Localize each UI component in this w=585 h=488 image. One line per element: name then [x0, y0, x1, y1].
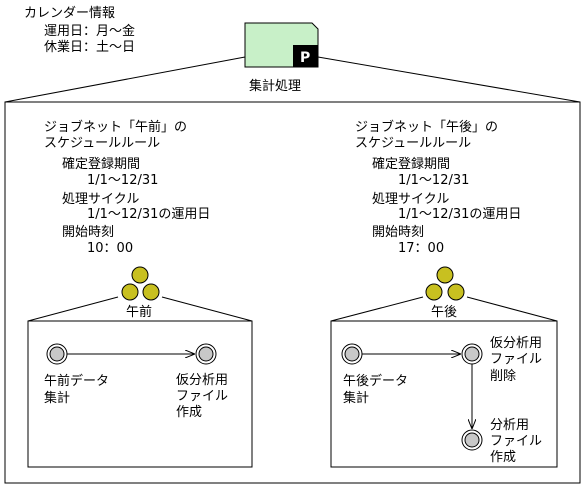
left-job2-label-3: 作成 — [176, 405, 202, 420]
right-cycle-label: 処理サイクル — [372, 192, 449, 207]
left-expand-line-a — [27, 296, 119, 322]
right-job3-node[interactable] — [461, 429, 483, 451]
right-job2-node[interactable] — [461, 343, 483, 365]
right-job1-label-2: 集計 — [343, 390, 369, 406]
right-schedule-subtitle: スケジュールルール — [355, 136, 471, 151]
left-period-value: 1/1～12/31 — [87, 173, 158, 188]
right-period-value: 1/1～12/31 — [398, 173, 469, 188]
root-jobnet-box — [4, 101, 581, 484]
right-jobnet-box — [330, 320, 558, 468]
right-job1-node[interactable] — [341, 343, 363, 365]
left-job1-node[interactable] — [46, 343, 68, 365]
calendar-holidays: 休業日：土～日 — [44, 39, 135, 55]
left-schedule-title: ジョブネット「午前」の — [44, 119, 187, 135]
left-period-label: 確定登録期間 — [62, 156, 140, 172]
left-expand-line-b — [161, 296, 253, 322]
left-cycle-value: 1/1～12/31の運用日 — [87, 207, 210, 222]
right-schedule-title: ジョブネット「午後」の — [355, 119, 498, 135]
right-job3-label-3: 作成 — [490, 450, 516, 465]
right-start-label: 開始時刻 — [372, 225, 424, 240]
root-badge: P — [300, 50, 310, 66]
left-cycle-label: 処理サイクル — [62, 192, 139, 207]
right-job3-label-2: ファイル — [490, 434, 542, 449]
left-schedule-subtitle: スケジュールルール — [44, 136, 160, 151]
right-job3-label-1: 分析用 — [490, 418, 529, 433]
right-jobnet-label: 午後 — [431, 305, 457, 320]
left-job1-label-1: 午前データ — [44, 373, 109, 389]
left-start-value: 10：00 — [87, 241, 133, 256]
left-job2-label-2: ファイル — [176, 389, 228, 404]
root-badge-box — [293, 45, 318, 67]
calendar-title: カレンダー情報 — [24, 6, 115, 21]
left-jobnet-box — [27, 320, 253, 468]
right-job2-label-2: ファイル — [490, 352, 542, 367]
right-cycle-value: 1/1～12/31の運用日 — [398, 207, 521, 222]
right-start-value: 17：00 — [398, 241, 444, 256]
left-jobnet-icon[interactable] — [121, 266, 160, 301]
left-job2-label-1: 仮分析用 — [176, 373, 228, 388]
right-job2-label-3: 削除 — [490, 369, 516, 384]
left-jobnet-label: 午前 — [126, 304, 152, 320]
expand-line-right — [317, 56, 581, 103]
right-expand-line-b — [466, 296, 558, 322]
right-jobnet-icon[interactable] — [425, 266, 465, 301]
calendar-workdays: 運用日：月～金 — [44, 23, 135, 39]
left-start-label: 開始時刻 — [62, 225, 114, 240]
root-job-label: 集計処理 — [249, 78, 301, 94]
right-job1-label-1: 午後データ — [343, 373, 408, 389]
left-job2-node[interactable] — [195, 343, 217, 365]
left-job1-label-2: 集計 — [44, 390, 70, 406]
right-period-label: 確定登録期間 — [372, 156, 450, 172]
root-jobnet-node[interactable]: P — [244, 22, 319, 68]
right-expand-line-a — [330, 296, 424, 322]
expand-line-left — [4, 56, 246, 103]
right-job2-label-1: 仮分析用 — [490, 336, 542, 351]
